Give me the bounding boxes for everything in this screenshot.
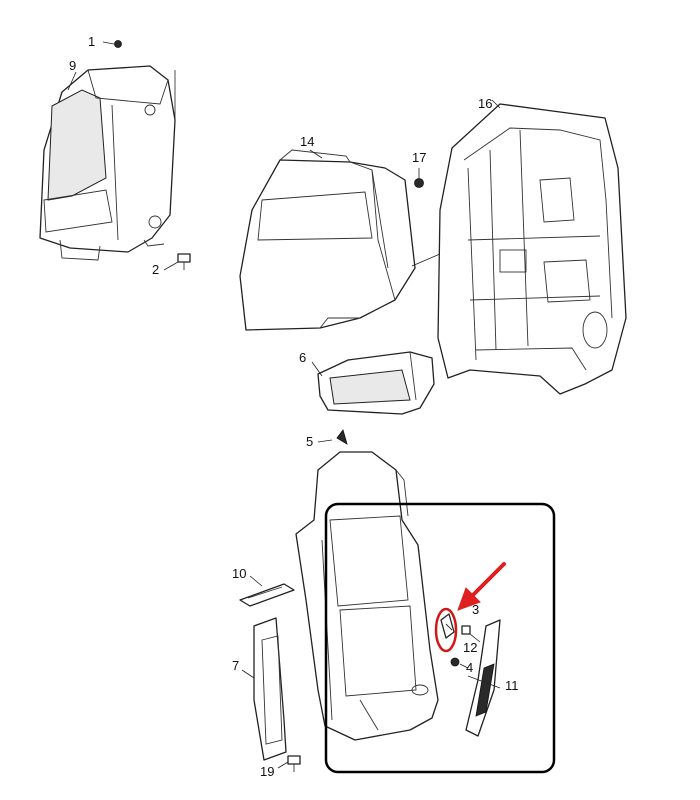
callout-6: 6 <box>299 350 306 365</box>
part-14-headlamp: 14 <box>239 134 506 331</box>
callout-14: 14 <box>300 134 314 149</box>
part-1-bolt: 1 <box>88 34 122 49</box>
part-7-panel: 7 <box>232 617 287 761</box>
part-9-lamp-housing <box>39 65 176 261</box>
callout-7: 7 <box>232 658 239 673</box>
highlight-box <box>324 502 556 774</box>
callout-9-group: 9 <box>67 58 77 91</box>
callout-9: 9 <box>69 58 76 73</box>
highlight-ring <box>434 607 458 653</box>
callout-16: 16 <box>478 96 492 111</box>
callout-12: 12 <box>463 640 477 655</box>
callout-5: 5 <box>306 434 313 449</box>
callout-4: 4 <box>466 660 473 675</box>
lower-bracket-assembly <box>295 451 439 741</box>
part-19-bolt: 19 <box>260 755 301 779</box>
part-17-nut: 17 <box>412 150 426 188</box>
callout-17: 17 <box>412 150 426 165</box>
part-12-clip: 12 <box>461 625 481 655</box>
callout-2: 2 <box>152 262 159 277</box>
pointer-arrow <box>457 562 506 611</box>
part-2-bolt: 2 <box>152 253 191 277</box>
part-3-retainer: 3 <box>440 602 479 639</box>
part-10-gasket: 10 <box>232 566 295 607</box>
part-5-clip: 5 <box>306 429 348 449</box>
part-16-carrier-frame: 16 <box>437 96 627 395</box>
callout-10: 10 <box>232 566 246 581</box>
part-11-strip: 11 <box>465 619 519 737</box>
callout-1: 1 <box>88 34 95 49</box>
callout-11: 11 <box>505 678 519 693</box>
callout-3: 3 <box>472 602 479 617</box>
part-4-nut: 4 <box>450 657 473 675</box>
part-6-fog-lamp: 6 <box>299 350 435 415</box>
callout-19: 19 <box>260 764 274 779</box>
